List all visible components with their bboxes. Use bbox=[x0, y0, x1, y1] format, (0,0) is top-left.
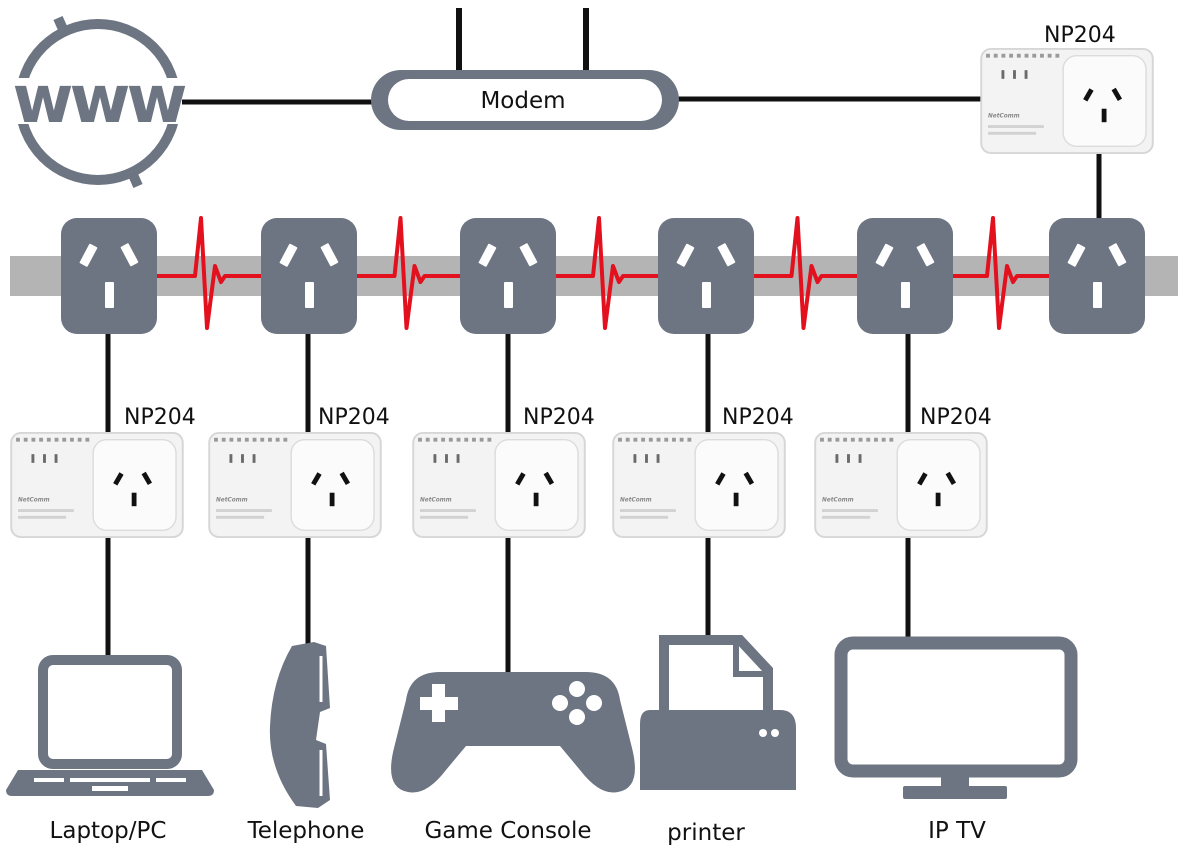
device-label: Game Console bbox=[424, 818, 591, 844]
device-label: Laptop/PC bbox=[50, 818, 167, 844]
adapter-column: NP204 bbox=[10, 334, 196, 655]
wall-outlet bbox=[658, 218, 754, 334]
adapter-column: NP204 bbox=[612, 334, 794, 640]
signal-wave bbox=[357, 216, 460, 330]
wall-outlet bbox=[857, 218, 953, 334]
top-adapter: NP204 bbox=[980, 23, 1154, 154]
adapter-label: NP204 bbox=[523, 405, 595, 430]
wall-outlet bbox=[61, 218, 157, 334]
device-label: Telephone bbox=[247, 818, 365, 844]
signal-wave bbox=[157, 216, 261, 330]
adapter-label: NP204 bbox=[318, 405, 390, 430]
signal-wave bbox=[556, 216, 658, 330]
signal-wave bbox=[953, 216, 1049, 330]
www-label: www bbox=[13, 61, 186, 138]
powerline-adapter bbox=[412, 432, 586, 538]
modem: Modem bbox=[371, 70, 679, 130]
powerline-adapter bbox=[208, 432, 382, 538]
signal-wave bbox=[754, 216, 857, 330]
wall-outlet bbox=[1049, 218, 1145, 334]
globe-icon: www bbox=[6, 15, 190, 189]
powerline-adapter bbox=[814, 432, 988, 538]
wall-outlet bbox=[460, 218, 556, 334]
printer-icon bbox=[640, 635, 796, 790]
device-label: printer bbox=[667, 820, 745, 845]
adapter-label: NP204 bbox=[124, 405, 196, 430]
modem-antennas bbox=[456, 8, 589, 76]
powerline-adapter bbox=[10, 432, 184, 538]
adapter-label: NP204 bbox=[722, 405, 794, 430]
telephone-icon bbox=[269, 642, 330, 808]
adapter-label: NP204 bbox=[920, 405, 992, 430]
powerline-adapter bbox=[612, 432, 786, 538]
tv-icon bbox=[834, 636, 1078, 799]
device-label: IP TV bbox=[928, 818, 986, 844]
adapter-column: NP204 bbox=[814, 334, 992, 640]
adapter-column: NP204 bbox=[412, 334, 595, 676]
laptop-icon bbox=[6, 655, 214, 796]
top-adapter-label: NP204 bbox=[1044, 23, 1116, 48]
powerline-signal bbox=[157, 216, 1049, 330]
adapter-column: NP204 bbox=[208, 334, 390, 645]
modem-label: Modem bbox=[480, 88, 565, 114]
wall-outlet bbox=[261, 218, 357, 334]
game-controller-icon bbox=[391, 672, 635, 793]
